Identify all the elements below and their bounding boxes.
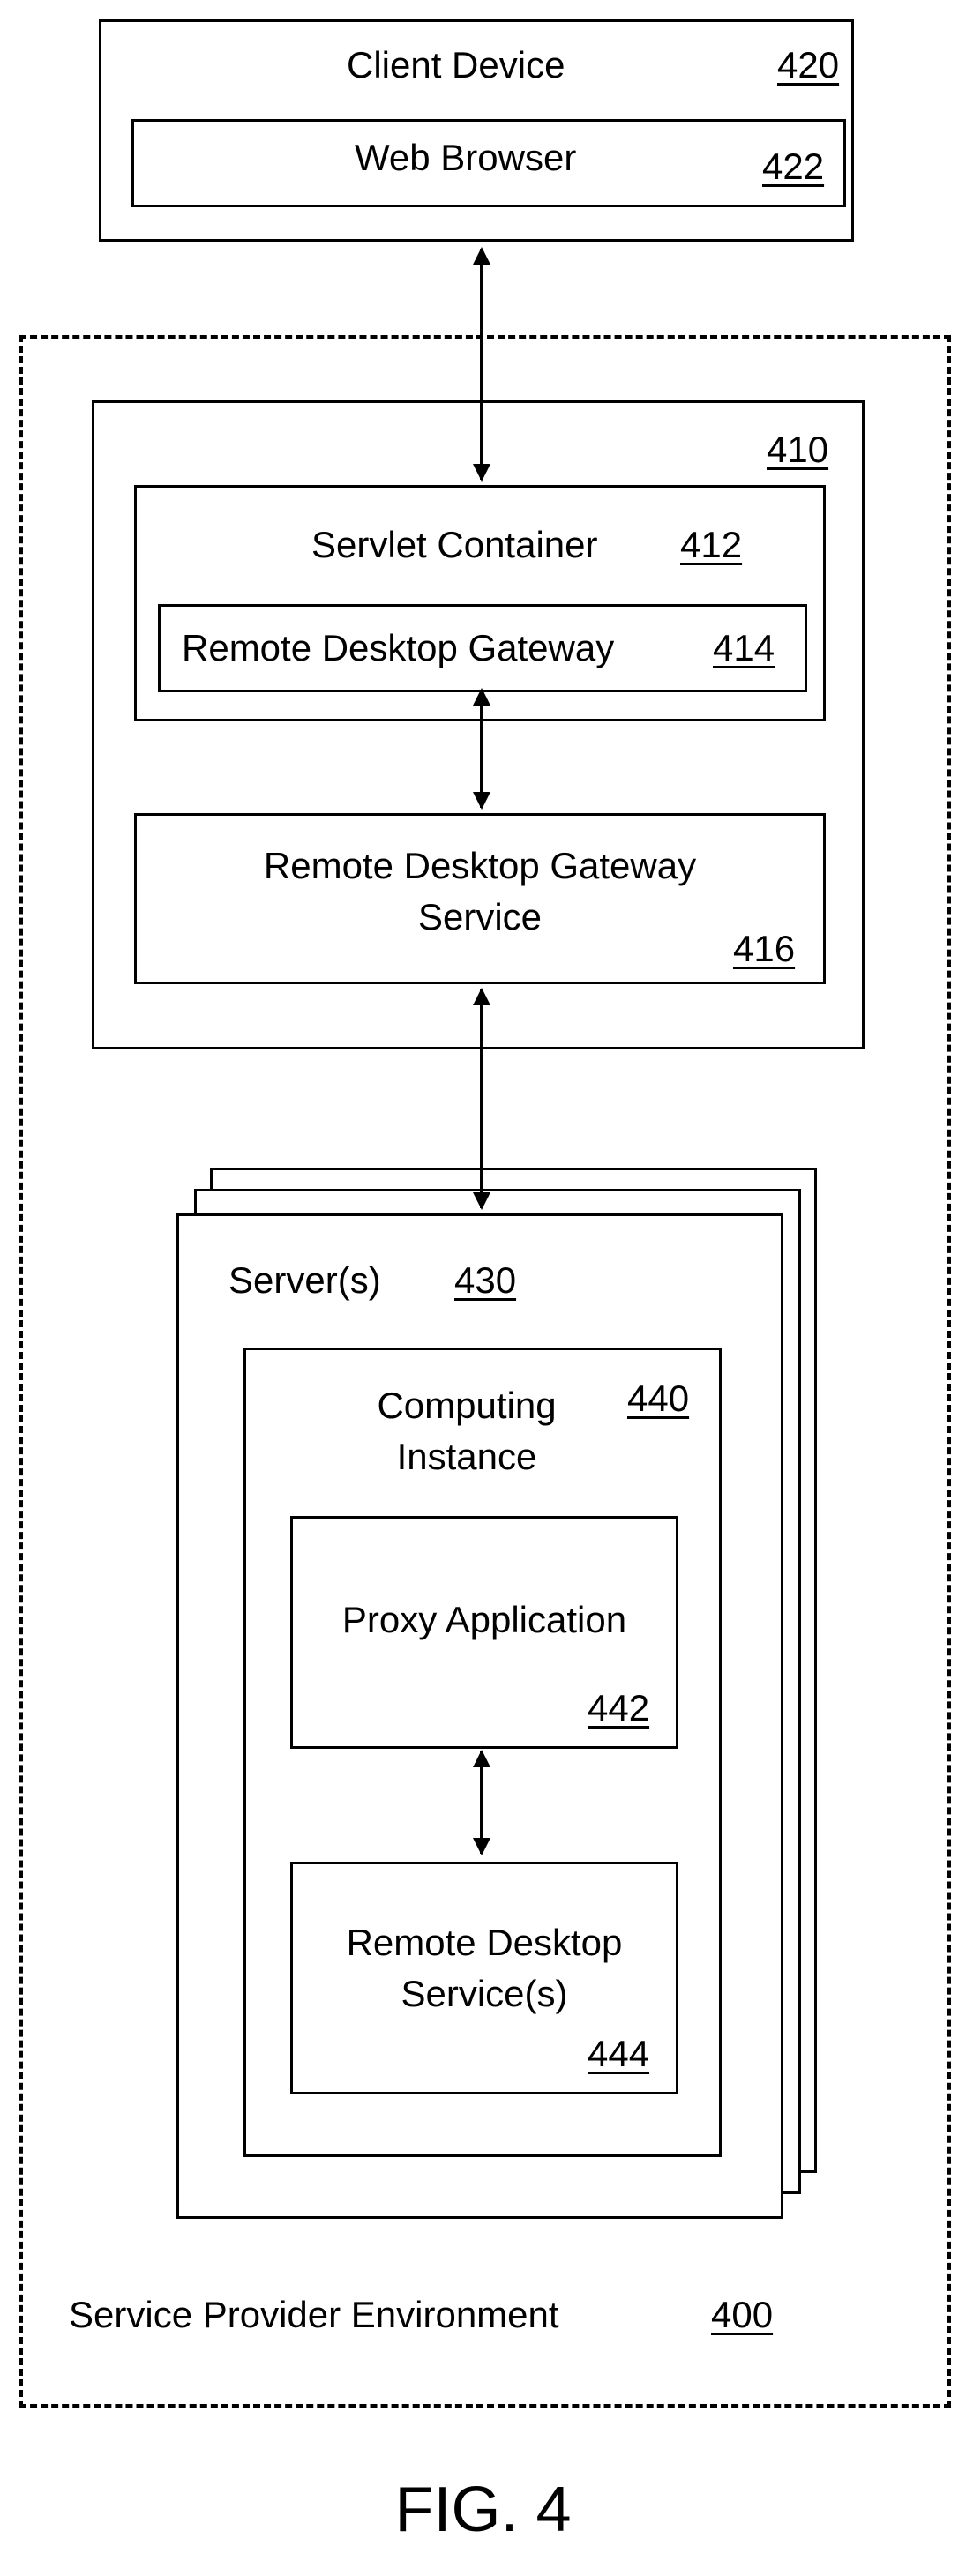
figure-caption: FIG. 4 (0, 2475, 966, 2545)
